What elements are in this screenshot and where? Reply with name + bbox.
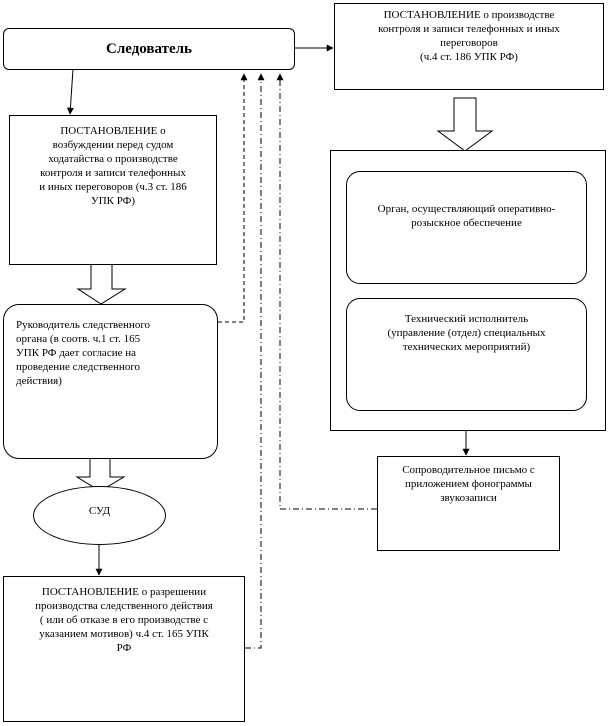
node-resolution-petition-label: ПОСТАНОВЛЕНИЕ о возбуждении перед судом … bbox=[39, 125, 187, 207]
node-investigator-label: Следователь bbox=[105, 41, 192, 57]
node-cover-letter: Сопроводительное письмо с приложением фо… bbox=[377, 456, 560, 551]
block-arrow-production-to-operative bbox=[436, 97, 494, 152]
node-resolution-permission-label: ПОСТАНОВЛЕНИЕ о разрешении производства … bbox=[35, 586, 213, 654]
node-head-of-investigation-label: Руководитель следственного органа (в соо… bbox=[16, 319, 151, 387]
node-resolution-production-label: ПОСТАНОВЛЕНИЕ о производстве контроля и … bbox=[378, 9, 560, 63]
node-investigator: Следователь bbox=[3, 28, 295, 70]
node-technical-executor-label: Технический исполнитель (управление (отд… bbox=[387, 313, 546, 353]
block-arrow-head-to-court bbox=[75, 457, 126, 492]
dashdot-letter-to-investigator bbox=[276, 73, 377, 510]
arrow-investigator-to-petition bbox=[66, 68, 74, 115]
node-technical-executor: Технический исполнитель (управление (отд… bbox=[346, 298, 587, 411]
node-resolution-permission: ПОСТАНОВЛЕНИЕ о разрешении производства … bbox=[3, 576, 245, 722]
node-resolution-production: ПОСТАНОВЛЕНИЕ о производстве контроля и … bbox=[334, 3, 604, 90]
node-operative-body-label: Орган, осуществляющий оперативно- розыск… bbox=[377, 203, 556, 229]
node-cover-letter-label: Сопроводительное письмо с приложением фо… bbox=[402, 464, 535, 504]
dashed-head-to-investigator bbox=[218, 73, 248, 323]
node-court-label: СУД bbox=[88, 504, 111, 517]
node-head-of-investigation: Руководитель следственного органа (в соо… bbox=[3, 304, 218, 459]
node-operative-body: Орган, осуществляющий оперативно- розыск… bbox=[346, 171, 587, 284]
block-arrow-petition-to-head bbox=[76, 263, 127, 305]
dashdot-permission-to-investigator bbox=[245, 73, 265, 649]
node-resolution-petition: ПОСТАНОВЛЕНИЕ о возбуждении перед судом … bbox=[9, 115, 217, 265]
node-court: СУД bbox=[33, 486, 166, 545]
